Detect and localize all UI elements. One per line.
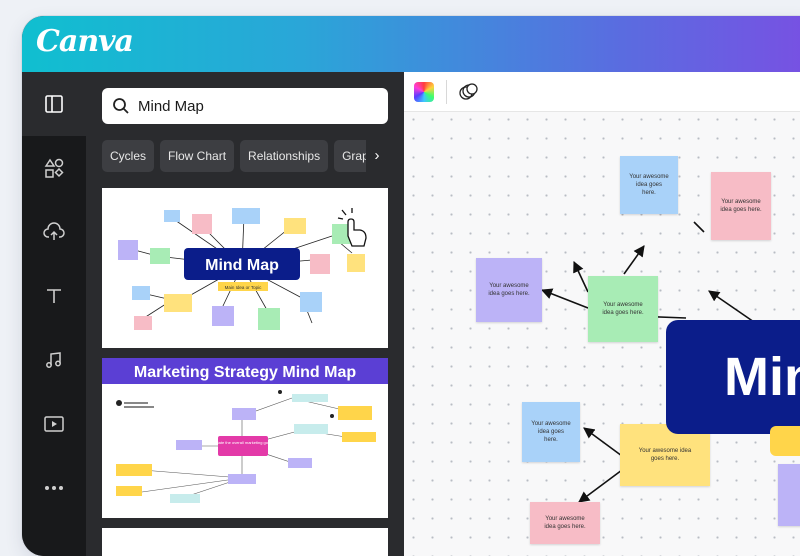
- marketing-mind-map-thumbnail: Marketing Strategy Mind Map State the ov…: [102, 358, 388, 503]
- template-title: Marketing Strategy Mind Map: [134, 364, 356, 381]
- sticky-note[interactable]: Your awesome idea goes here.: [588, 276, 658, 342]
- chip-relationships[interactable]: Relationships: [240, 140, 329, 172]
- search-icon: [113, 98, 129, 114]
- video-icon: [44, 416, 64, 432]
- subtopic-label[interactable]: [770, 426, 800, 456]
- transparency-icon[interactable]: [458, 82, 480, 102]
- template-center: State the overall marketing goal: [215, 440, 271, 445]
- rail-audio[interactable]: [22, 328, 86, 392]
- mind-map-thumbnail: Mind Map Main Idea or Topic: [118, 208, 367, 330]
- template-mind-map[interactable]: Mind Map Main Idea or Topic: [102, 188, 388, 348]
- template-marketing-strategy[interactable]: Marketing Strategy Mind Map State the ov…: [102, 358, 388, 518]
- cloud-upload-icon: [43, 222, 65, 240]
- rail-text[interactable]: [22, 264, 86, 328]
- sticky-note[interactable]: Your awesome idea goes here.: [522, 402, 580, 462]
- text-icon: [47, 289, 61, 303]
- sticky-note[interactable]: Your awesome idea goes here.: [620, 424, 710, 486]
- sticky-note[interactable]: [778, 464, 800, 526]
- template-partial[interactable]: [102, 528, 388, 556]
- rail-videos[interactable]: [22, 392, 86, 456]
- music-note-icon: [46, 352, 61, 368]
- chevron-right-icon[interactable]: ›: [366, 140, 388, 172]
- canva-logo: Canva: [36, 24, 134, 59]
- template-title: Mind Map: [205, 257, 279, 274]
- search-value: Mind Map: [138, 97, 204, 115]
- shapes-icon: [44, 158, 64, 178]
- template-subtitle: Main Idea or Topic: [225, 285, 262, 290]
- rail-elements[interactable]: [22, 136, 86, 200]
- toolbar-divider: [446, 80, 447, 104]
- sticky-note[interactable]: Your awesome idea goes here.: [620, 156, 678, 214]
- rail-uploads[interactable]: [22, 200, 86, 264]
- rail-templates[interactable]: [22, 72, 86, 136]
- cursor-hand-icon: [337, 208, 367, 247]
- design-canvas[interactable]: Your awesome idea goes here. Your awesom…: [404, 72, 800, 556]
- canvas-toolbar: [404, 72, 800, 112]
- color-picker-button[interactable]: [414, 82, 434, 102]
- chip-flow-chart[interactable]: Flow Chart: [160, 140, 235, 172]
- search-input[interactable]: Mind Map: [102, 88, 388, 124]
- rail-more[interactable]: [22, 456, 86, 520]
- side-rail: [22, 72, 86, 556]
- top-bar: Canva: [22, 16, 800, 72]
- layout-icon: [45, 95, 63, 113]
- sticky-note[interactable]: Your awesome idea goes here.: [476, 258, 542, 322]
- more-dots-icon: [45, 486, 63, 490]
- sticky-note[interactable]: Your awesome idea goes here.: [530, 502, 600, 544]
- chip-cycles[interactable]: Cycles: [102, 140, 155, 172]
- sticky-note[interactable]: Your awesome idea goes here.: [711, 172, 771, 240]
- central-topic-node[interactable]: Mind: [666, 320, 800, 434]
